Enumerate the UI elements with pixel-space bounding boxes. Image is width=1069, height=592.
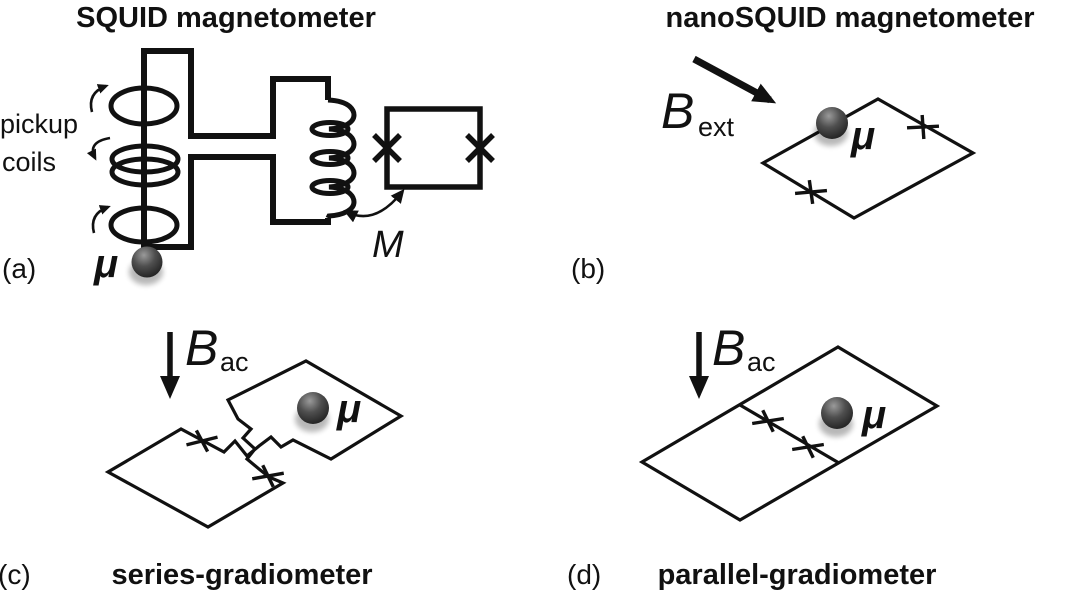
input-coil-turn (309, 149, 351, 167)
winding-arrow-top-icon (89, 84, 109, 113)
input-coil-turn (309, 120, 351, 138)
panel-c: B ac μ (c) series-gradiometer (0, 320, 405, 591)
josephson-junction-x-icon (372, 133, 402, 163)
josephson-junction-cross-icon (794, 179, 828, 205)
pickup-coil-middle-turn1 (109, 143, 181, 175)
moment-label: μ (336, 387, 361, 431)
panel-d: B ac μ (d) parallel-gradiometer (567, 320, 941, 591)
josephson-junction-cross-icon (791, 435, 825, 459)
moment-label: μ (861, 393, 886, 437)
mutual-inductance-arrow-icon (343, 188, 405, 223)
josephson-junction-cross-icon (251, 464, 285, 488)
panel-d-label: (d) (567, 559, 601, 590)
winding-arrow-middle-icon (86, 136, 111, 161)
series-gradiometer-loop (104, 359, 405, 529)
panel-a: SQUID magnetometer pickup coils M (0, 2, 495, 286)
magnetic-moment-sphere (816, 107, 848, 139)
panel-a-label: (a) (2, 253, 36, 284)
pickup-coil-middle-turn2 (109, 156, 181, 188)
pickup-coils-label-line2: coils (2, 147, 56, 177)
magnetic-moment-sphere (821, 397, 853, 429)
mutual-inductance-label: M (372, 224, 404, 266)
squid-loop (384, 106, 483, 190)
josephson-junction-cross-icon (906, 114, 940, 140)
moment-label: μ (850, 114, 875, 158)
panel-c-label: (c) (0, 559, 31, 590)
josephson-junction-cross-icon (186, 429, 218, 453)
pickup-coil-bottom (108, 205, 180, 245)
moment-label: μ (93, 242, 118, 286)
winding-arrow-bottom-icon (91, 205, 111, 234)
magnetic-moment-sphere (131, 246, 163, 278)
field-subscript-c: ac (220, 347, 249, 377)
shared-junction-branch (739, 403, 840, 465)
panel-b-title: nanoSQUID magnetometer (666, 2, 1035, 34)
external-field-arrow-icon (692, 55, 777, 104)
field-label-d: B (712, 320, 745, 376)
josephson-junction-cross-icon (751, 409, 785, 433)
panel-d-title: parallel-gradiometer (658, 559, 937, 591)
pickup-coil-top (108, 85, 180, 127)
panel-b-label: (b) (571, 253, 605, 284)
field-label-b: B (661, 83, 694, 139)
pickup-coils-label-line1: pickup (0, 109, 78, 139)
parallel-gradiometer-loop (638, 345, 941, 522)
input-coil-turn (309, 178, 351, 196)
magnetic-moment-sphere (297, 392, 329, 424)
field-subscript-b: ext (698, 112, 735, 142)
panel-a-title: SQUID magnetometer (76, 2, 376, 34)
field-label-c: B (185, 320, 218, 376)
josephson-junction-x-icon (465, 133, 495, 163)
flux-transformer-wire (141, 48, 331, 250)
panel-b: nanoSQUID magnetometer B ext μ (b) (571, 2, 1035, 284)
field-subscript-d: ac (747, 347, 776, 377)
panel-c-title: series-gradiometer (111, 559, 372, 591)
